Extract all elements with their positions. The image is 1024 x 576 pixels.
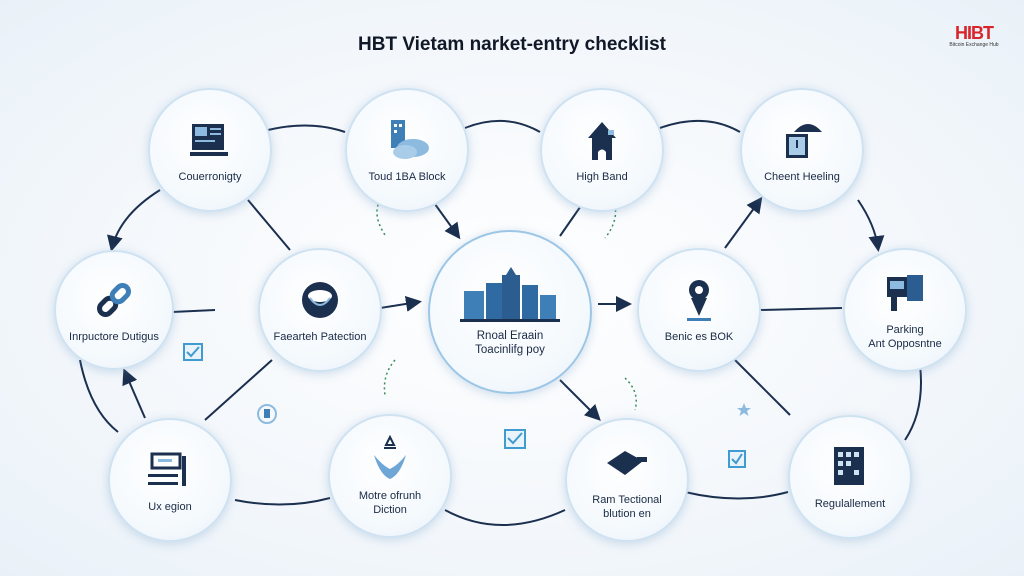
node-label: Ram Tectional: [592, 494, 662, 506]
node-label: Rnoal Eraain: [476, 330, 544, 342]
connector: [247, 199, 291, 251]
house-icon: [588, 122, 616, 160]
node-high-band[interactable]: High Band: [540, 88, 664, 212]
node-label: Ux egion: [148, 501, 192, 513]
connector: [234, 497, 331, 506]
node-label: Couerronigty: [178, 171, 242, 183]
brand-logo: HIBT Bitcoin Exchange Hub: [944, 24, 1004, 48]
node-couerronigty[interactable]: Couerronigty: [148, 88, 272, 212]
graduation-cap-icon: [607, 451, 647, 475]
checkbox-icon: [183, 343, 203, 361]
node-label: Benic es BOK: [664, 331, 734, 343]
node-label-2: blution en: [603, 508, 651, 520]
connector: [431, 199, 461, 240]
node-label-2: Ant Opposntne: [868, 338, 942, 350]
checkbox-icon: [728, 450, 746, 468]
building-cloud-icon: [391, 120, 429, 159]
connector: [171, 309, 216, 313]
checkbox-icon: [504, 429, 526, 449]
hands-icon: [374, 435, 406, 479]
connector: [759, 307, 843, 311]
connector: [379, 295, 422, 312]
connector: [464, 119, 541, 133]
connector: [684, 491, 789, 500]
node-toud-block[interactable]: Toud 1BA Block: [345, 88, 469, 212]
node-label-2: Diction: [373, 504, 407, 516]
node-benic-es-bok[interactable]: Benic es BOK: [637, 248, 761, 372]
node-label: Motre ofrunh: [358, 490, 422, 502]
connector: [79, 359, 119, 433]
node-label: Inrpuctore Dutigus: [69, 331, 159, 343]
node-label: Faearteh Patection: [273, 331, 367, 343]
connector: [559, 379, 601, 421]
connector: [267, 124, 346, 133]
document-grid-icon: [834, 447, 864, 485]
logo-subtext: Bitcoin Exchange Hub: [949, 42, 999, 48]
connector: [734, 359, 791, 416]
node-ux-egion[interactable]: Ux egion: [108, 418, 232, 542]
connector: [122, 368, 146, 419]
node-inrpuctore-dutigus[interactable]: Inrpuctore Dutigus: [54, 250, 174, 370]
node-parking[interactable]: Parking Ant Opposntne: [843, 248, 967, 372]
star-icon: [737, 403, 751, 416]
node-motre-diction[interactable]: Motre ofrunh Diction: [328, 414, 452, 538]
node-label: Toud 1BA Block: [368, 171, 446, 183]
node-label: Parking: [886, 324, 924, 336]
node-faearteh-patection[interactable]: Faearteh Patection: [258, 248, 382, 372]
monitor-icon: [190, 124, 228, 156]
kiosk-icon: [887, 275, 923, 311]
connector: [444, 509, 566, 526]
connector: [659, 119, 741, 133]
node-regulallement[interactable]: Regulallement: [788, 415, 912, 539]
shield-circle-icon: [302, 282, 338, 318]
badge-icon: [257, 404, 277, 424]
node-label: Regulallement: [814, 498, 886, 510]
umbrella-icon: [786, 124, 822, 158]
node-label: Cheent Heeling: [764, 171, 840, 183]
node-center-hub[interactable]: Rnoal Eraain Toacinlifg poy: [428, 230, 592, 394]
desk-icon: [148, 452, 186, 486]
page-title: HBT Vietam narket-entry checklist: [358, 34, 666, 55]
connector: [724, 196, 763, 249]
connector: [904, 364, 922, 441]
connector: [204, 359, 273, 421]
city-building-icon: [460, 267, 560, 322]
connector: [857, 199, 885, 252]
node-label: High Band: [576, 171, 628, 183]
node-ram-tectional[interactable]: Ram Tectional blution en: [565, 418, 689, 542]
logo-text: HIBT: [955, 23, 994, 43]
node-label-2: Toacinlifg poy: [475, 344, 545, 356]
node-cheent-heeling[interactable]: Cheent Heeling: [740, 88, 864, 212]
location-pin-icon: [687, 280, 711, 321]
connector: [107, 189, 161, 252]
chain-link-icon: [97, 283, 131, 317]
